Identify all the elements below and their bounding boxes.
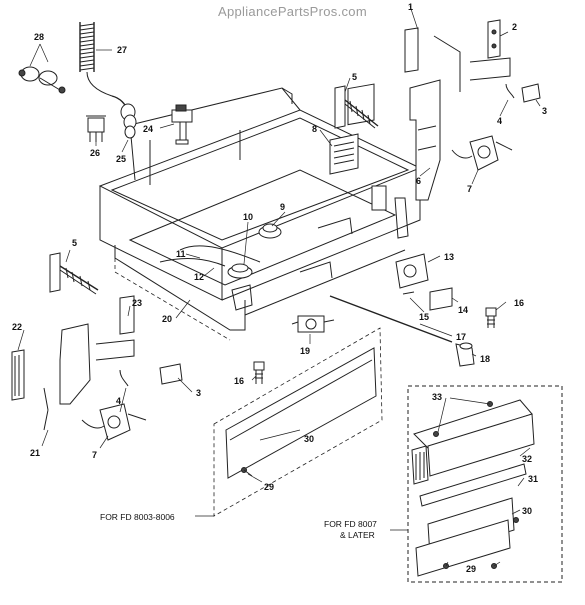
note-fd-new-1: FOR FD 8007 bbox=[324, 519, 377, 529]
callout-labels: 27 28 26 25 24 5 8 1 2 3 4 6 7 9 10 11 1… bbox=[12, 2, 547, 574]
clip-lower bbox=[119, 363, 183, 387]
callout-2: 2 bbox=[512, 22, 517, 32]
callout-4-upper: 4 bbox=[497, 116, 502, 126]
toe-panel-old bbox=[213, 327, 383, 517]
callout-28: 28 bbox=[34, 32, 44, 42]
site-watermark: AppliancePartsPros.com bbox=[218, 4, 367, 19]
callout-30-old: 30 bbox=[304, 434, 314, 444]
callout-24: 24 bbox=[143, 124, 153, 134]
note-fd-new-2: & LATER bbox=[340, 530, 375, 540]
callout-22: 22 bbox=[12, 322, 22, 332]
drain-hose bbox=[79, 22, 137, 139]
callout-4-lower: 4 bbox=[116, 396, 121, 406]
hose-clamps bbox=[18, 66, 66, 94]
leader-lines bbox=[17, 5, 541, 567]
callout-27: 27 bbox=[117, 45, 127, 55]
cam-upper bbox=[451, 135, 513, 171]
callout-26: 26 bbox=[90, 148, 100, 158]
callout-5-lower: 5 bbox=[72, 238, 77, 248]
hinge-left bbox=[11, 295, 135, 431]
note-fd-old: FOR FD 8003-8006 bbox=[100, 512, 175, 522]
callout-25: 25 bbox=[116, 154, 126, 164]
float-switch bbox=[171, 104, 193, 145]
screw-right bbox=[485, 307, 497, 328]
screw-mid bbox=[253, 361, 265, 384]
callout-8: 8 bbox=[312, 124, 317, 134]
leg-upper bbox=[334, 85, 379, 129]
callout-18: 18 bbox=[480, 354, 490, 364]
callout-16-mid: 16 bbox=[234, 376, 244, 386]
callout-5-upper: 5 bbox=[352, 72, 357, 82]
callout-17: 17 bbox=[456, 332, 466, 342]
callout-1: 1 bbox=[408, 2, 413, 12]
rod bbox=[329, 295, 453, 343]
callout-29-old: 29 bbox=[264, 482, 274, 492]
toe-panel-new bbox=[407, 385, 563, 583]
callout-7-lower: 7 bbox=[92, 450, 97, 460]
leg-lower bbox=[49, 252, 99, 295]
callout-12: 12 bbox=[194, 272, 204, 282]
callout-7-upper: 7 bbox=[467, 184, 472, 194]
callout-19: 19 bbox=[300, 346, 310, 356]
callout-33: 33 bbox=[432, 392, 442, 402]
callout-9: 9 bbox=[280, 202, 285, 212]
inlet-valve bbox=[291, 315, 335, 333]
callout-30-new: 30 bbox=[522, 506, 532, 516]
clip-upper bbox=[505, 83, 541, 103]
callout-20: 20 bbox=[162, 314, 172, 324]
callout-23: 23 bbox=[132, 298, 142, 308]
right-bracket bbox=[404, 27, 461, 201]
mount-block bbox=[395, 253, 453, 311]
callout-10: 10 bbox=[243, 212, 253, 222]
callout-15: 15 bbox=[419, 312, 429, 322]
callout-31: 31 bbox=[528, 474, 538, 484]
callout-32: 32 bbox=[522, 454, 532, 464]
callout-3-lower: 3 bbox=[196, 388, 201, 398]
callout-13: 13 bbox=[444, 252, 454, 262]
callout-14: 14 bbox=[458, 305, 468, 315]
terminal-block bbox=[329, 133, 359, 175]
drain-valve bbox=[86, 115, 106, 142]
screw-panel-old bbox=[241, 467, 253, 477]
model-notes: FOR FD 8003-8006 FOR FD 8007 & LATER bbox=[100, 512, 377, 540]
callout-16-right: 16 bbox=[514, 298, 524, 308]
callout-29-new: 29 bbox=[466, 564, 476, 574]
callout-21: 21 bbox=[30, 448, 40, 458]
cam-lower bbox=[81, 403, 147, 441]
tub-base bbox=[98, 83, 422, 341]
hinge-upper bbox=[469, 19, 511, 81]
fitting bbox=[455, 342, 475, 367]
callout-3-upper: 3 bbox=[542, 106, 547, 116]
callout-6: 6 bbox=[416, 176, 421, 186]
callout-11: 11 bbox=[176, 249, 186, 259]
